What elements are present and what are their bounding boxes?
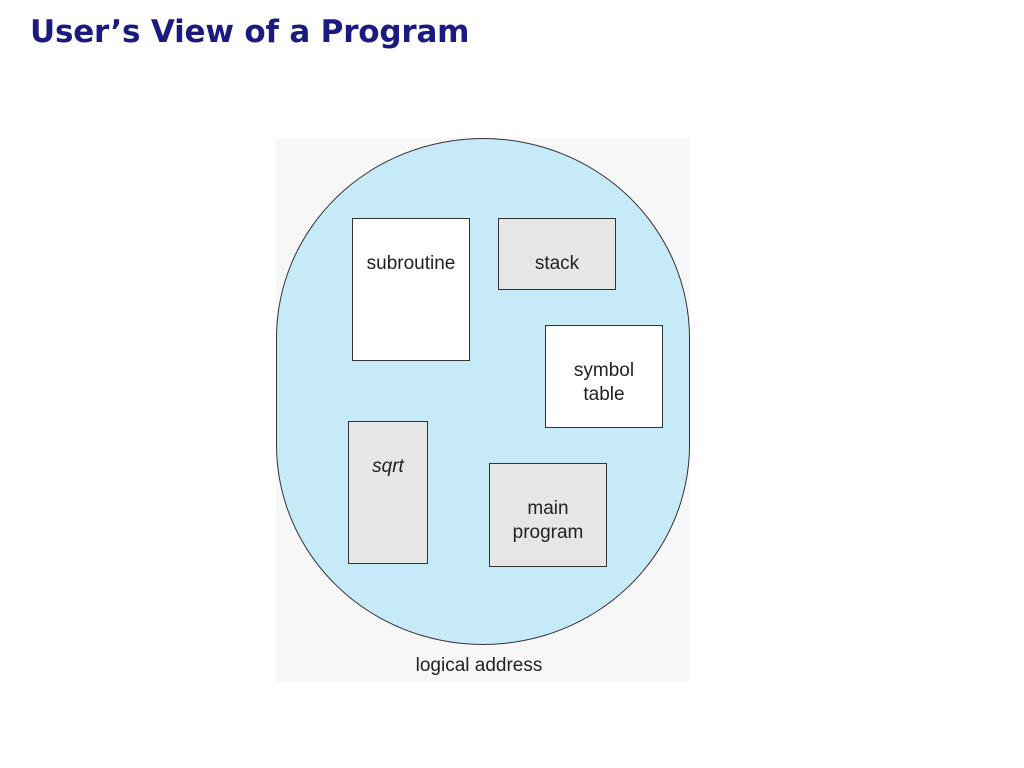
slide-title: User’s View of a Program xyxy=(30,14,470,50)
segment-main-program-label: main program xyxy=(512,498,584,543)
segment-stack-label: stack xyxy=(534,253,580,274)
segment-main-program: main program xyxy=(489,463,607,567)
segment-symbol-table-label: symbol table xyxy=(573,360,635,405)
segment-stack: stack xyxy=(498,218,616,290)
segment-symbol-table: symbol table xyxy=(545,325,663,428)
segment-subroutine: subroutine xyxy=(352,218,470,361)
diagram-caption: logical address xyxy=(415,655,543,676)
segment-sqrt-label: sqrt xyxy=(372,456,404,477)
segment-subroutine-label: subroutine xyxy=(366,253,456,274)
segment-sqrt: sqrt xyxy=(348,421,428,564)
